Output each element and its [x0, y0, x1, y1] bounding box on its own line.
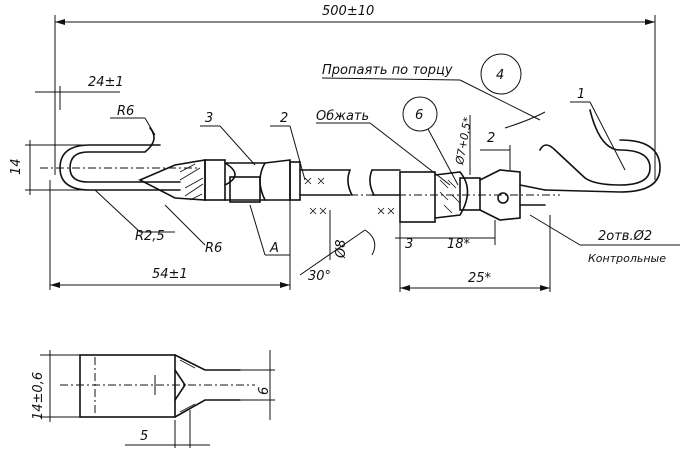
dim-25-label: 25*	[468, 271, 492, 286]
hook-length-label: 24±1	[88, 75, 124, 90]
part-2-label: 2	[280, 111, 288, 126]
radius-2-5-label: R2,5	[135, 229, 165, 244]
right-connector	[347, 169, 560, 223]
diameter-8-label: Ø8	[334, 239, 349, 259]
radius-top-label: R6	[117, 104, 134, 119]
part-4-label: 4	[496, 68, 504, 83]
radius-6-label: R6	[205, 241, 222, 256]
angle-30-label: 30°	[308, 269, 331, 284]
annotations: Пропаять по торцу Обжать 6 4 1 3 2 Ø7+0,…	[49, 53, 680, 292]
dim-2-label: 2	[487, 131, 495, 146]
right-hook	[539, 109, 661, 193]
detail-height-label: 14±0,6	[31, 372, 46, 420]
holes-note: 2отв.Ø2	[598, 229, 652, 244]
solder-note: Пропаять по торцу	[322, 63, 453, 78]
left-hook: 24±1 R6 14	[9, 75, 200, 195]
detail-6-label: 6	[257, 387, 272, 395]
view-a-label: A	[269, 241, 279, 256]
left-connector	[138, 159, 351, 215]
crimp-note: Обжать	[316, 109, 369, 124]
detail-view: 14±0,6 6 5	[31, 350, 275, 448]
dim-18-label: 18*	[447, 237, 471, 252]
dim-3-label: 3	[405, 237, 413, 252]
part-1-label: 1	[577, 87, 585, 102]
part-3-label: 3	[205, 111, 213, 126]
part-6-label: 6	[415, 108, 423, 123]
detail-5-label: 5	[140, 429, 148, 444]
dim-54-label: 54±1	[152, 267, 188, 282]
height-14-label: 14	[9, 158, 24, 175]
overall-length-label: 500±10	[322, 4, 374, 19]
overall-dimension: 500±10	[54, 4, 656, 180]
diameter-7-label: Ø7+0,5*	[453, 116, 474, 167]
holes-note-2: Контрольные	[588, 252, 666, 265]
